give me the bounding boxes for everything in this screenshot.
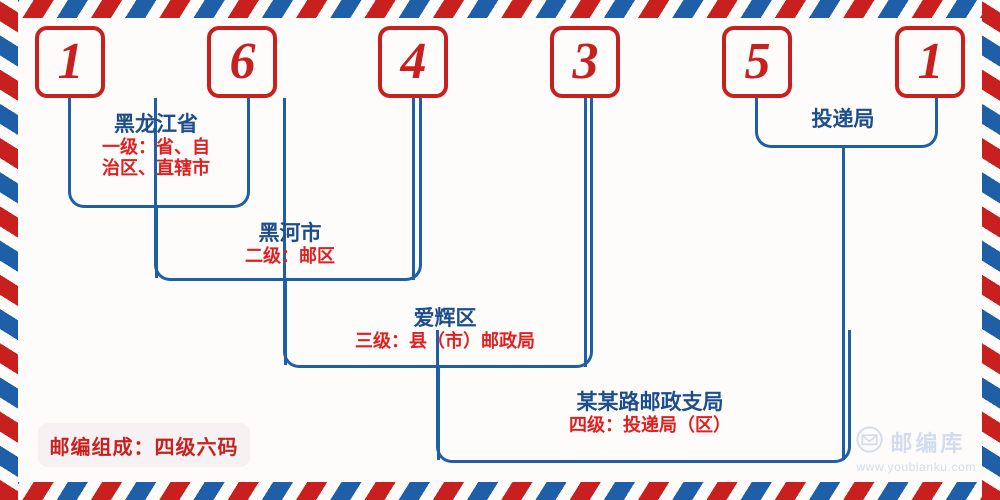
level-4-description: 四级：投递局（区） [569, 414, 731, 435]
level-3-name: 爱辉区 [413, 306, 477, 330]
digit-box-5[interactable]: 5 [722, 26, 792, 98]
watermark-site-name: 邮编库 [890, 431, 966, 456]
label-group-level-4: 某某路邮政支局 四级：投递局（区） [520, 390, 780, 436]
stem-delivery-to-level-4 [842, 145, 845, 460]
bracket-level-2 [154, 98, 422, 281]
label-group-delivery-office: 投递局 [768, 107, 918, 132]
digit-value-6: 1 [917, 33, 944, 90]
composition-badge-text: 邮编组成：四级六码 [49, 436, 239, 459]
label-group-level-1: 黑龙江省 一级：省、自 治区、直辖市 [80, 112, 232, 179]
digit-box-3[interactable]: 4 [378, 26, 448, 98]
envelope-border-bottom [0, 482, 1000, 500]
envelope-inner-area [18, 18, 982, 482]
drop-line-digit-3 [412, 98, 415, 280]
envelope-circle-icon [856, 426, 883, 458]
delivery-office-label: 投递局 [811, 107, 875, 131]
digit-box-4[interactable]: 3 [550, 26, 620, 98]
level-4-name: 某某路邮政支局 [576, 390, 724, 414]
level-2-name: 黑河市 [258, 221, 322, 245]
bracket-level-1 [68, 98, 250, 208]
digit-value-5: 5 [744, 33, 771, 90]
composition-badge: 邮编组成：四级六码 [38, 423, 250, 467]
bracket-delivery-office [755, 98, 938, 148]
drop-line-digit-4 [584, 98, 587, 367]
level-2-description: 二级：邮区 [245, 245, 335, 266]
watermark: 邮编库 www.youbianku.com [856, 426, 976, 474]
digit-box-6[interactable]: 1 [895, 26, 965, 98]
label-group-level-3: 爱辉区 三级：县（市）邮政局 [315, 306, 575, 352]
label-group-level-2: 黑河市 二级：邮区 [190, 221, 390, 267]
digit-value-4: 3 [572, 33, 599, 90]
level-1-description-line-1: 一级：省、自 [102, 136, 210, 157]
digit-value-2: 6 [229, 33, 256, 90]
watermark-url: www.youbianku.com [856, 460, 976, 474]
envelope-border-left [0, 0, 18, 500]
digit-value-1: 1 [57, 33, 84, 90]
digit-box-1[interactable]: 1 [35, 26, 105, 98]
level-1-description-line-2: 治区、直辖市 [102, 157, 210, 178]
bracket-level-4 [436, 330, 851, 463]
level-1-name: 黑龙江省 [114, 112, 198, 136]
envelope-border-right [982, 0, 1000, 500]
envelope-border-top [0, 0, 1000, 18]
digit-value-3: 4 [400, 33, 427, 90]
level-3-description: 三级：县（市）邮政局 [355, 330, 535, 351]
digit-box-2[interactable]: 6 [207, 26, 277, 98]
